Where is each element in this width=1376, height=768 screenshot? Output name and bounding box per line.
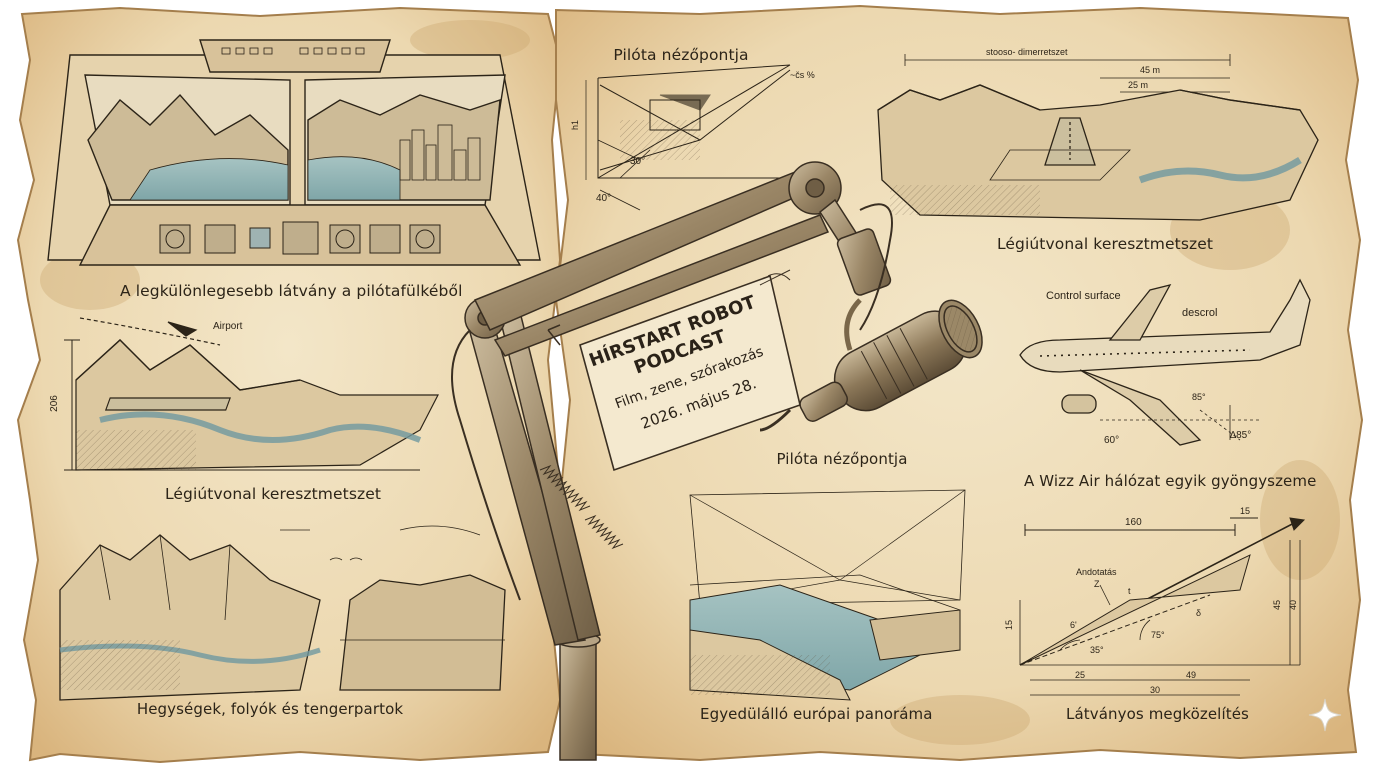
microphone-stand bbox=[451, 161, 983, 761]
caption-pilot-view-mid: Pilóta nézőpontja bbox=[776, 450, 908, 468]
airplane-diagram bbox=[1019, 278, 1311, 446]
label-pv-40: 40° bbox=[596, 193, 612, 204]
route-section-left bbox=[64, 317, 439, 471]
label-ap-t: t bbox=[1128, 586, 1131, 596]
caption-pilot-view-top: Pilóta nézőpontja bbox=[613, 46, 749, 64]
label-ap-6: 6' bbox=[1070, 620, 1077, 630]
mountains-sketch bbox=[59, 525, 506, 701]
label-ap-25: 25 bbox=[1075, 670, 1086, 680]
caption-mountains: Hegységek, folyók és tengerpartok bbox=[136, 700, 404, 718]
sparkle-icon bbox=[1308, 698, 1342, 732]
label-ap-45: 45 bbox=[1272, 599, 1283, 611]
label-ap-160: 160 bbox=[1125, 517, 1142, 528]
pilot-view-diagram bbox=[585, 64, 800, 211]
label-ap-15b: 15 bbox=[1004, 619, 1015, 631]
route-section-top bbox=[877, 54, 1319, 221]
caption-panorama: Egyedülálló európai panoráma bbox=[700, 705, 933, 723]
caption-approach: Látványos megközelítés bbox=[1066, 705, 1249, 723]
label-pv-h1: h1 bbox=[570, 119, 581, 131]
caption-route-section-top: Légiútvonal keresztmetszet bbox=[996, 235, 1214, 253]
caption-wizz: A Wizz Air hálózat egyik gyöngyszeme bbox=[1024, 472, 1317, 490]
approach-diagram bbox=[1019, 517, 1306, 696]
label-delta-85: ∆85° bbox=[1230, 430, 1252, 441]
label-ap-delta: δ bbox=[1196, 608, 1202, 618]
label-deg-85: 85° bbox=[1192, 392, 1206, 402]
label-dim-title: stooso- dimerretszet bbox=[986, 47, 1068, 57]
label-ap-15a: 15 bbox=[1240, 506, 1251, 516]
label-deg-60: 60° bbox=[1104, 435, 1120, 446]
label-ap-z: Z bbox=[1094, 579, 1100, 589]
label-descrol: descrol bbox=[1182, 307, 1218, 319]
caption-route-section-left: Légiútvonal keresztmetszet bbox=[164, 485, 382, 503]
label-ap-75: 75° bbox=[1151, 630, 1165, 640]
label-ap-49: 49 bbox=[1186, 670, 1197, 680]
label-ap-andotatas: Andotatás bbox=[1076, 567, 1117, 577]
label-dim-45m: 45 m bbox=[1140, 65, 1161, 75]
podcast-sign bbox=[547, 269, 801, 472]
label-ap-35: 35° bbox=[1090, 645, 1104, 655]
label-altitude: 206 bbox=[48, 395, 60, 412]
label-airport: Airport bbox=[213, 321, 243, 332]
label-control-surface: Control surface bbox=[1046, 290, 1121, 302]
label-ap-30: 30 bbox=[1150, 685, 1161, 695]
label-pv-pct: ~čs % bbox=[790, 70, 815, 80]
panorama-diagram bbox=[689, 489, 966, 701]
label-pv-30: 30° bbox=[630, 156, 646, 167]
cockpit-sketch bbox=[47, 39, 541, 266]
label-dim-25m: 25 m bbox=[1128, 80, 1149, 90]
caption-cockpit: A legkülönlegesebb látvány a pilótafülké… bbox=[120, 282, 463, 300]
paper-stains bbox=[40, 20, 1340, 745]
label-ap-40: 40 bbox=[1288, 599, 1299, 611]
